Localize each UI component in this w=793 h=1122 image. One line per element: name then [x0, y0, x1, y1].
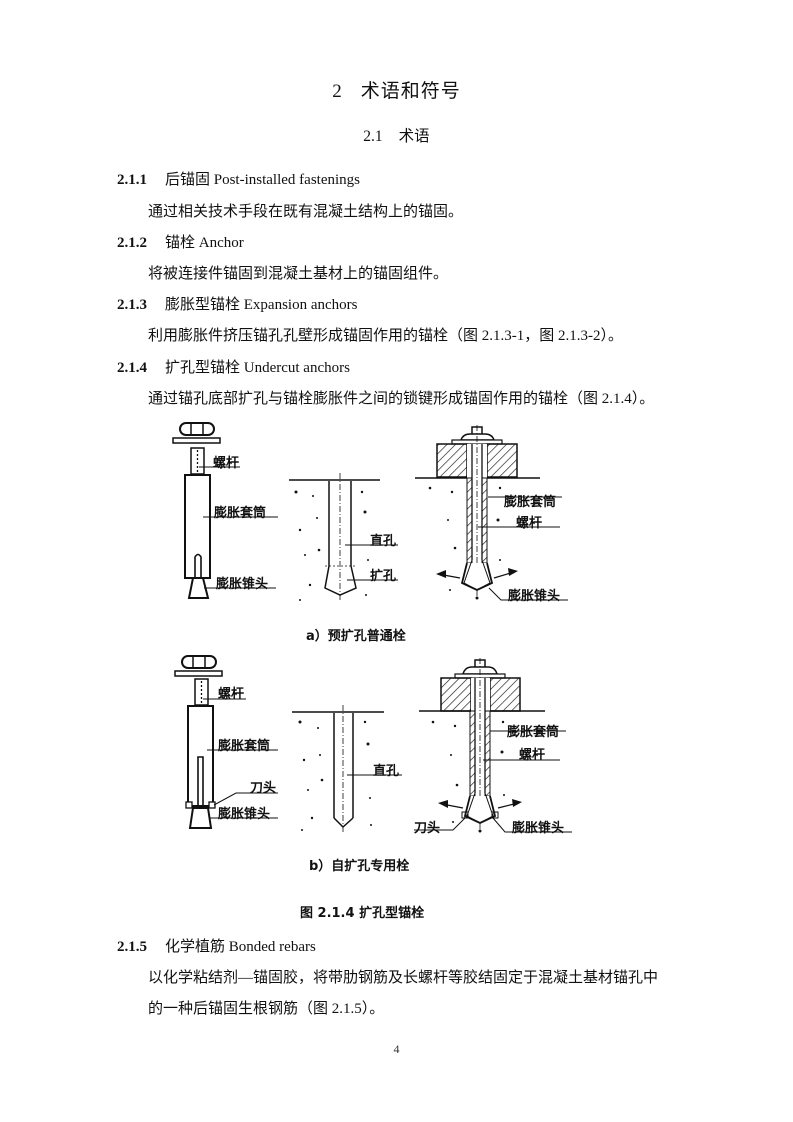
term-number: 2.1.1: [117, 172, 147, 188]
page-number: 4: [393, 1042, 400, 1056]
term-number: 2.1.5: [117, 939, 147, 955]
term-title: 扩孔型锚栓 Undercut anchors: [165, 360, 350, 376]
installed-anchor-a: [415, 425, 568, 601]
term-definition: 将被连接件锚固到混凝土基材上的锚固组件。: [148, 266, 449, 282]
label-installed-screw-a: 螺杆: [516, 516, 543, 531]
label-screw-a: 螺杆: [213, 456, 240, 471]
installed-anchor-b: [414, 658, 572, 833]
term-heading-2-1-2: 2.1.2 锚栓 Anchor: [117, 231, 244, 252]
term-definition: 通过锚孔底部扩孔与锚栓膨胀件之间的锁键形成锚固作用的锚栓（图 2.1.4）。: [148, 391, 655, 407]
term-number: 2.1.4: [117, 360, 147, 376]
chapter-heading: 2 术语和符号: [0, 76, 793, 103]
term-heading-2-1-5: 2.1.5 化学植筋 Bonded rebars: [117, 935, 316, 956]
term-number: 2.1.3: [117, 297, 147, 313]
label-sleeve-a: 膨胀套筒: [214, 506, 267, 521]
label-installed-cone-b: 膨胀锥头: [512, 821, 565, 836]
term-title: 化学植筋 Bonded rebars: [165, 939, 316, 955]
figure-caption-b: b）自扩孔专用栓: [309, 859, 410, 874]
term-definition: 利用膨胀件挤压锚孔孔壁形成锚固作用的锚栓（图 2.1.3-1，图 2.1.3-2…: [148, 328, 623, 344]
term-number: 2.1.2: [117, 235, 147, 251]
label-cone-a: 膨胀锥头: [216, 577, 269, 592]
chapter-title: 术语和符号: [360, 81, 461, 102]
drilled-hole-a: [289, 473, 398, 601]
term-definition: 通过相关技术手段在既有混凝土结构上的锚固。: [148, 204, 464, 220]
term-definition-line-1: 以化学粘结剂—锚固胶，将带肋钢筋及长螺杆等胶结固定于混凝土基材锚孔中: [148, 970, 659, 986]
anchor-parts-b: [174, 655, 278, 829]
chapter-number: 2: [332, 81, 343, 102]
label-installed-cone-a: 膨胀锥头: [508, 589, 561, 604]
label-straight-hole-b: 直孔: [373, 764, 400, 779]
term-title: 膨胀型锚栓 Expansion anchors: [165, 297, 358, 313]
label-undercut-hole-a: 扩孔: [370, 569, 397, 584]
label-installed-sleeve-b: 膨胀套筒: [507, 725, 560, 740]
section-heading: 2.1 术语: [0, 124, 793, 146]
term-title: 锚栓 Anchor: [165, 235, 244, 251]
figure-caption: 图 2.1.4 扩孔型锚栓: [300, 906, 425, 921]
drilled-hole-b: [292, 705, 402, 833]
label-cutter-b: 刀头: [250, 781, 277, 796]
label-installed-sleeve-a: 膨胀套筒: [504, 495, 557, 510]
label-installed-cutter-b: 刀头: [414, 821, 441, 836]
section-title: 术语: [398, 128, 430, 145]
term-definition-line-2: 的一种后锚固生根钢筋（图 2.1.5）。: [148, 1001, 385, 1017]
figure-caption-a: a）预扩孔普通栓: [306, 629, 406, 644]
label-screw-b: 螺杆: [218, 687, 245, 702]
term-title: 后锚固 Post-installed fastenings: [165, 172, 360, 188]
section-number: 2.1: [363, 128, 383, 145]
anchor-parts-a: [172, 422, 278, 599]
label-straight-hole-a: 直孔: [370, 534, 397, 549]
term-heading-2-1-1: 2.1.1 后锚固 Post-installed fastenings: [117, 168, 360, 189]
label-installed-screw-b: 螺杆: [519, 748, 546, 763]
label-sleeve-b: 膨胀套筒: [218, 739, 271, 754]
term-heading-2-1-4: 2.1.4 扩孔型锚栓 Undercut anchors: [117, 356, 350, 377]
label-cone-b: 膨胀锥头: [218, 807, 271, 822]
term-heading-2-1-3: 2.1.3 膨胀型锚栓 Expansion anchors: [117, 293, 357, 314]
